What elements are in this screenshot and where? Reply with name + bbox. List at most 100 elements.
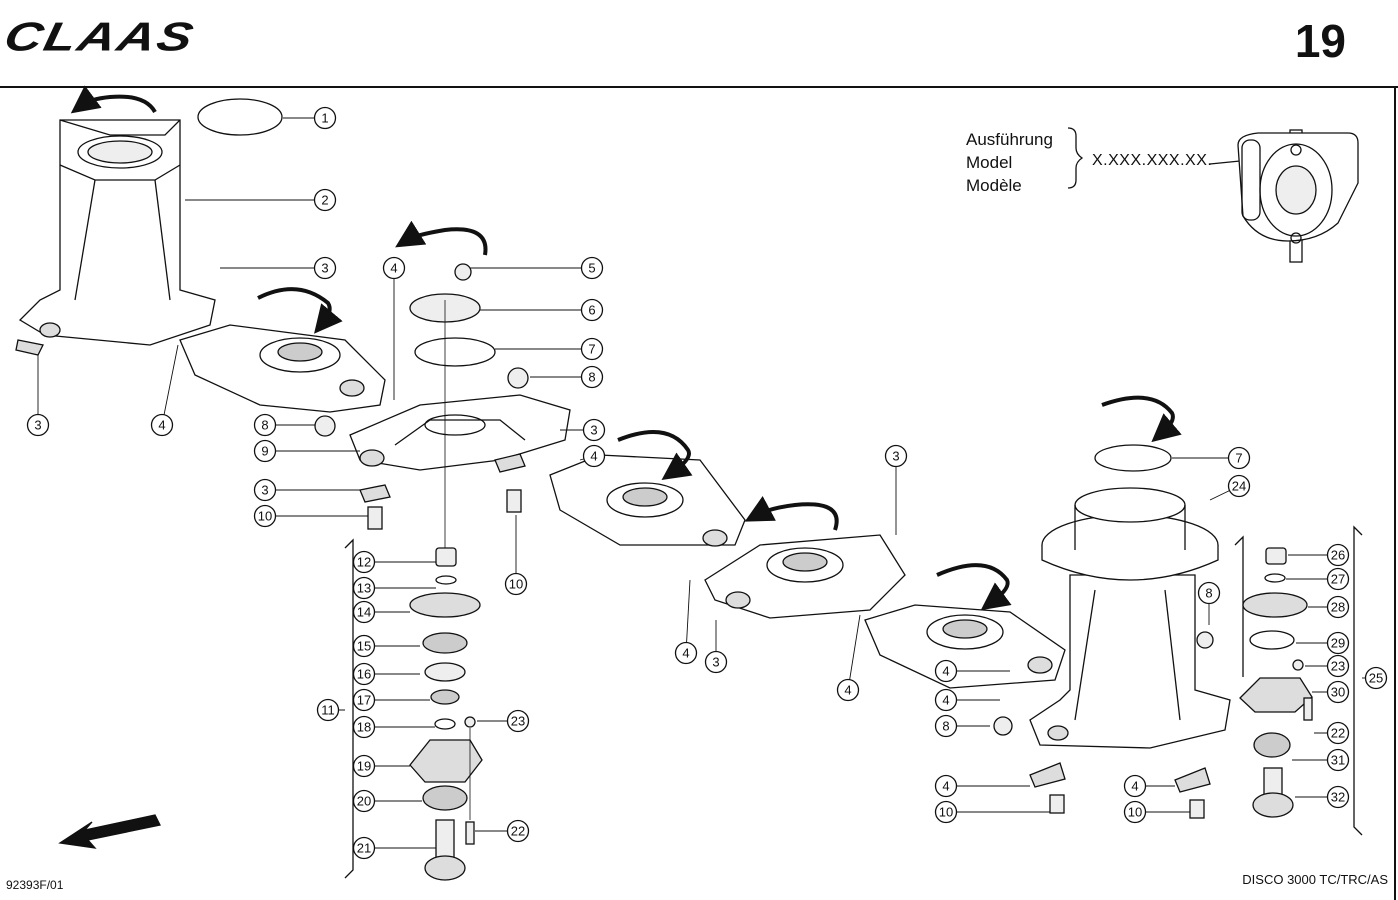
header-divider bbox=[0, 86, 1398, 88]
bearing-stack-right bbox=[1234, 525, 1363, 836]
callout-circle bbox=[1123, 800, 1147, 824]
callout-7: 7 bbox=[1172, 446, 1251, 470]
callout-26: 26 bbox=[1288, 543, 1350, 567]
callout-number: 31 bbox=[1331, 753, 1345, 768]
callout-number: 18 bbox=[357, 720, 371, 735]
knives-and-bolts bbox=[359, 453, 1214, 819]
cutter-disc-5 bbox=[864, 604, 1066, 689]
callout-24: 24 bbox=[1209, 474, 1251, 501]
callout-circle bbox=[934, 774, 958, 798]
callout-20: 20 bbox=[352, 789, 422, 813]
variant-line-fr: Modèle bbox=[966, 176, 1022, 195]
callout-30: 30 bbox=[1312, 680, 1350, 704]
callout-number: 22 bbox=[511, 824, 525, 839]
callout-17: 17 bbox=[352, 688, 430, 712]
callout-number: 6 bbox=[588, 303, 595, 318]
callout-circle bbox=[253, 439, 277, 463]
callout-number: 8 bbox=[1205, 586, 1212, 601]
callout-1: 1 bbox=[283, 106, 337, 130]
callout-circle bbox=[352, 662, 376, 686]
callout-circle bbox=[1326, 748, 1350, 772]
callout-number: 30 bbox=[1331, 685, 1345, 700]
callout-8: 8 bbox=[1197, 581, 1221, 625]
callout-32: 32 bbox=[1295, 785, 1350, 809]
callout-circle bbox=[1123, 774, 1147, 798]
callout-number: 8 bbox=[261, 418, 268, 433]
serial-plate-sketch bbox=[1237, 129, 1359, 263]
serial-placeholder: X.XXX.XXX.XX. bbox=[1092, 152, 1213, 169]
bolt-5 bbox=[454, 263, 472, 281]
callout-9: 9 bbox=[253, 439, 360, 463]
callout-8: 8 bbox=[934, 714, 990, 738]
callout-4: 4 bbox=[382, 256, 406, 400]
callout-number: 3 bbox=[261, 483, 268, 498]
callout-number: 7 bbox=[1235, 451, 1242, 466]
callout-number: 4 bbox=[942, 779, 949, 794]
callout-number: 3 bbox=[321, 261, 328, 276]
callout-leader bbox=[685, 579, 691, 654]
callout-number: 14 bbox=[357, 605, 371, 620]
rotation-arrow-disc-1 bbox=[257, 287, 343, 334]
callout-number: 3 bbox=[892, 449, 899, 464]
callout-circle bbox=[580, 337, 604, 361]
callout-circle bbox=[352, 715, 376, 739]
callout-circle bbox=[836, 678, 860, 702]
callout-15: 15 bbox=[352, 634, 420, 658]
callout-circle bbox=[352, 600, 376, 624]
nut-8b bbox=[314, 415, 336, 437]
callout-circle bbox=[1326, 595, 1350, 619]
callout-4: 4 bbox=[674, 579, 698, 665]
callout-circle bbox=[352, 688, 376, 712]
callout-circle bbox=[1326, 543, 1350, 567]
callout-4: 4 bbox=[934, 774, 1030, 798]
callout-number: 4 bbox=[158, 418, 165, 433]
callout-circle bbox=[674, 641, 698, 665]
callout-number: 2 bbox=[321, 193, 328, 208]
callout-number: 3 bbox=[712, 655, 719, 670]
callout-4: 4 bbox=[1123, 774, 1175, 798]
callout-18: 18 bbox=[352, 715, 435, 739]
rotation-arrow-disc-2 bbox=[395, 220, 488, 256]
callout-6: 6 bbox=[480, 298, 604, 322]
rotation-arrow-disc-3 bbox=[617, 430, 693, 481]
callout-circle bbox=[934, 688, 958, 712]
cutter-disc-4 bbox=[704, 534, 906, 619]
callout-3: 3 bbox=[704, 620, 728, 674]
callout-number: 4 bbox=[942, 693, 949, 708]
callout-number: 1 bbox=[321, 111, 328, 126]
callout-14: 14 bbox=[352, 600, 410, 624]
callout-10: 10 bbox=[1123, 800, 1190, 824]
callout-number: 24 bbox=[1232, 479, 1246, 494]
callout-29: 29 bbox=[1296, 631, 1350, 655]
callout-circle bbox=[580, 256, 604, 280]
callout-number: 4 bbox=[682, 646, 689, 661]
callout-circle bbox=[352, 576, 376, 600]
spacer-ring-7b bbox=[1094, 444, 1172, 472]
callout-3: 3 bbox=[560, 418, 606, 442]
callout-number: 4 bbox=[942, 664, 949, 679]
cutter-disc-1 bbox=[179, 324, 386, 413]
bearing-stack-left bbox=[344, 300, 483, 881]
callout-circle bbox=[313, 188, 337, 212]
callout-circle bbox=[253, 504, 277, 528]
callout-number: 9 bbox=[261, 444, 268, 459]
callout-number: 28 bbox=[1331, 600, 1345, 615]
callout-number: 3 bbox=[590, 423, 597, 438]
callout-27: 27 bbox=[1286, 567, 1350, 591]
callout-circle bbox=[150, 413, 174, 437]
callout-circle bbox=[1326, 785, 1350, 809]
callout-circle bbox=[1326, 721, 1350, 745]
variant-note: Ausführung Model Modèle bbox=[966, 128, 1053, 197]
callout-circle bbox=[934, 800, 958, 824]
callout-circle bbox=[1227, 446, 1251, 470]
callout-number: 12 bbox=[357, 555, 371, 570]
callout-number: 5 bbox=[588, 261, 595, 276]
callout-circle bbox=[253, 478, 277, 502]
callout-13: 13 bbox=[352, 576, 436, 600]
direction-arrow bbox=[58, 814, 161, 849]
callout-number: 7 bbox=[588, 342, 595, 357]
callout-circle bbox=[580, 365, 604, 389]
model-designation: DISCO 3000 TC/TRC/AS bbox=[1242, 872, 1388, 887]
callout-2: 2 bbox=[185, 188, 337, 212]
